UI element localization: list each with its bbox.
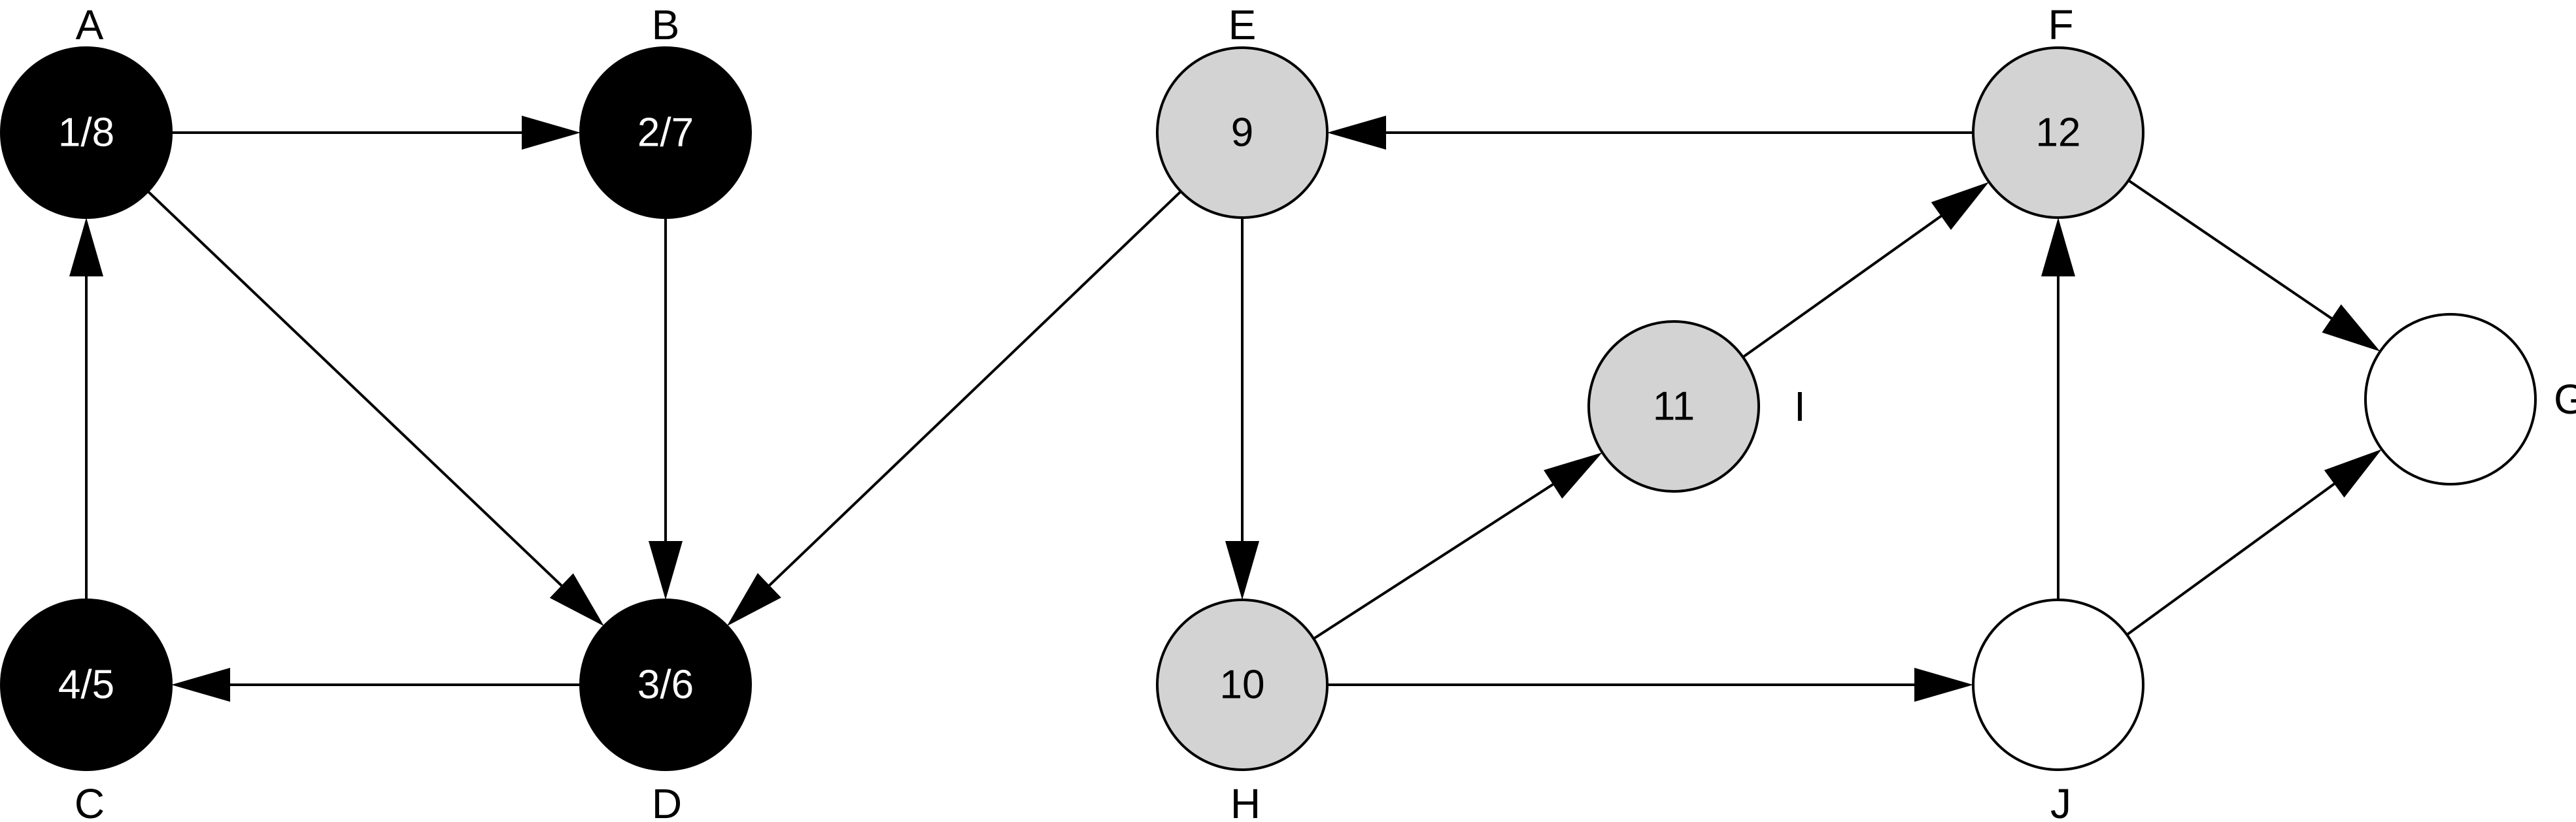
node-circle xyxy=(2364,313,2537,485)
node-circle xyxy=(1972,46,2144,219)
node-a: 1/8 A xyxy=(0,1,173,219)
node-time-label: 2/7 xyxy=(637,110,694,156)
node-i: 11 I xyxy=(1587,320,1806,493)
node-time-label: 3/6 xyxy=(637,663,694,708)
node-name-label: J xyxy=(2050,780,2071,822)
node-circle xyxy=(1156,46,1329,219)
edge-j-f xyxy=(2041,218,2075,600)
edge-f-g xyxy=(2127,179,2381,352)
node-time-label: 9 xyxy=(1231,110,1253,156)
node-time-label: 10 xyxy=(1220,663,1265,708)
edge-c-a xyxy=(69,218,103,600)
node-circle xyxy=(579,599,752,771)
arrowhead xyxy=(1544,452,1602,499)
node-name-label: E xyxy=(1229,1,1257,48)
node-h: 10H xyxy=(1156,599,1329,822)
node-name-label: D xyxy=(652,780,682,822)
node-j: J xyxy=(1972,599,2144,822)
arrowhead xyxy=(2324,449,2382,498)
arrowhead xyxy=(649,541,683,600)
arrowhead xyxy=(549,573,604,627)
edge-i-f xyxy=(1742,182,1990,359)
arrowhead xyxy=(726,573,781,627)
node-circle xyxy=(1156,599,1329,771)
edge-line xyxy=(2127,179,2335,321)
node-e: 9E xyxy=(1156,1,1329,219)
edges-layer xyxy=(69,116,2382,702)
edge-e-h xyxy=(1225,218,1259,600)
edge-e-d xyxy=(726,190,1182,627)
node-name-label: A xyxy=(76,1,104,48)
arrowhead xyxy=(69,218,103,276)
edge-line xyxy=(2126,481,2337,636)
node-circle xyxy=(1587,320,1760,493)
edge-line xyxy=(1742,213,1944,359)
arrowhead xyxy=(522,116,581,150)
node-d: 3/6D xyxy=(579,599,752,822)
node-name-label: C xyxy=(75,780,105,822)
node-circle xyxy=(0,599,173,771)
edge-j-g xyxy=(2126,449,2382,636)
node-name-label: F xyxy=(2048,1,2073,48)
node-circle xyxy=(1972,599,2144,771)
node-circle xyxy=(0,46,173,219)
node-name-label: G xyxy=(2554,376,2576,423)
arrowhead xyxy=(1914,668,1973,702)
arrowhead xyxy=(1225,541,1259,600)
edge-f-e xyxy=(1327,116,1973,150)
arrowhead xyxy=(2041,218,2075,276)
node-circle xyxy=(579,46,752,219)
edge-d-c xyxy=(171,668,581,702)
edge-h-i xyxy=(1313,452,1602,640)
node-time-label: 1/8 xyxy=(58,110,114,156)
edge-line xyxy=(1313,482,1556,640)
edge-h-j xyxy=(1327,668,1973,702)
node-time-label: 11 xyxy=(1653,384,1695,429)
arrowhead xyxy=(1931,182,1990,230)
node-name-label: B xyxy=(652,1,680,48)
edge-line xyxy=(766,190,1182,589)
node-f: 12 F xyxy=(1972,1,2144,219)
node-b: 2/7 B xyxy=(579,1,752,219)
edge-b-d xyxy=(649,218,683,600)
arrowhead xyxy=(2322,304,2381,352)
edge-line xyxy=(146,190,565,589)
node-name-label: I xyxy=(1794,383,1806,430)
node-time-label: 12 xyxy=(2036,110,2081,156)
edge-a-b xyxy=(171,116,581,150)
edge-a-d xyxy=(146,190,604,627)
node-c: 4/5C xyxy=(0,599,173,822)
arrowhead xyxy=(1327,116,1386,150)
node-g: G xyxy=(2364,313,2576,485)
node-name-label: H xyxy=(1230,780,1261,822)
node-time-label: 4/5 xyxy=(58,663,114,708)
arrowhead xyxy=(171,668,230,702)
